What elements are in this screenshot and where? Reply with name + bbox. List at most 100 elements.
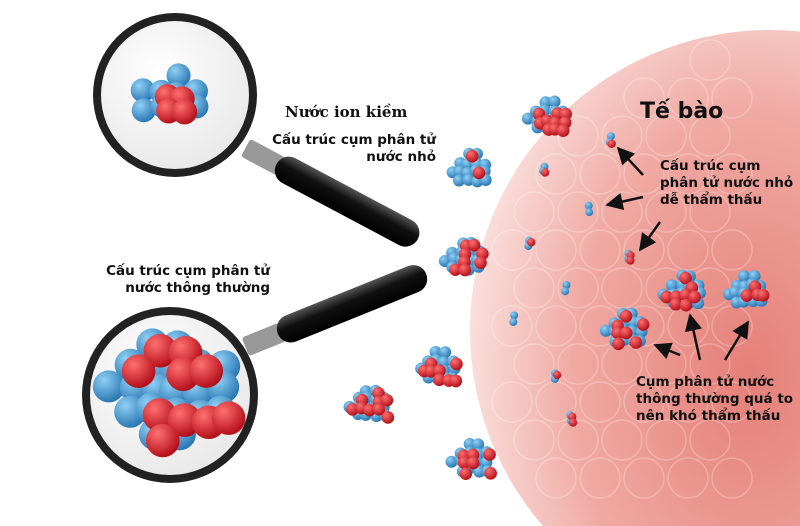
oxygen-atom [679,271,692,285]
cell-texture-cell [491,229,533,271]
cell-texture-cell [623,229,665,271]
molecule-cluster [521,95,573,138]
molecule-cluster [561,281,571,296]
oxygen-atom [568,418,578,427]
cell-texture-cell [579,381,621,423]
oxygen-atom [612,337,625,351]
hydrogen-atom [92,370,125,403]
oxygen-atom [660,290,673,304]
molecule-cluster [539,162,550,177]
oxygen-atom [467,238,481,252]
cell-texture-cell [711,77,753,119]
cell-texture-cell [645,191,687,233]
molecule-clusters [92,63,770,481]
hard-line2: thông thường quá to [636,390,794,407]
normal-cluster-label: Cấu trúc cụm phân tử nước thông thường [95,263,270,297]
hydrogen-atom [130,78,155,103]
oxygen-atom [540,168,550,177]
hydrogen-atom [463,437,476,450]
hard-line1: Cụm phân tử nước [636,374,775,390]
hydrogen-atom [509,318,518,327]
oxygen-atom [433,373,446,387]
hydrogen-atom [439,346,452,359]
hydrogen-atom [445,455,458,468]
easy-line1: Cấu trúc cụm [660,158,761,174]
small-cluster-line2: nước nhỏ [366,148,436,165]
hard-permeation-label: Cụm phân tử nước thông thường quá to nên… [636,374,793,425]
hydrogen-atom [606,132,615,141]
oxygen-atom [143,333,178,368]
molecule-cluster [92,328,246,458]
hydrogen-atom [585,208,594,217]
cell-texture-cell [579,153,621,195]
hydrogen-atom [131,98,156,123]
cell-texture-cell [689,343,731,385]
oxygen-atom [211,401,246,435]
molecule-cluster [599,307,650,351]
cell-texture-cell [623,77,665,119]
oxygen-atom [449,263,462,277]
oxygen-atom [372,386,385,400]
oxygen-atom [669,297,683,311]
oxygen-atom [142,398,177,432]
cell-texture-cell [623,381,665,423]
cell-title: Tế bào [640,99,724,124]
easy-line3: dễ thẩm thấu [660,191,763,208]
cell-texture-cell [667,457,709,499]
cell-texture-cell [623,153,665,195]
oxygen-atom [472,166,486,180]
molecule-cluster [605,132,616,148]
cell-texture-cell [557,191,599,233]
cell-texture-cell [623,457,665,499]
oxygen-atom [526,238,536,247]
cell-texture-cell [557,419,599,461]
oxygen-atom [619,326,633,340]
cell-texture-cell [711,229,753,271]
hydrogen-atom [728,286,741,299]
cell-texture-cell [513,343,555,385]
oxygen-atom [450,357,463,371]
cell-texture-cell [513,267,555,309]
molecule-cluster [445,437,497,481]
cell-texture-cell [491,381,533,423]
cell-texture-cell [513,419,555,461]
molecule-cluster [723,270,770,309]
cell-texture-cell [601,419,643,461]
cell-texture-cell [645,115,687,157]
oxygen-atom [679,298,693,312]
oxygen-atom [552,370,562,380]
cell-texture-cell [689,191,731,233]
hydrogen-atom [472,438,485,451]
hydrogen-atom [561,287,570,296]
oxygen-atom [629,336,643,349]
oxygen-atom [556,124,570,138]
cell-texture-cell [711,381,753,423]
cell-texture-cell [711,153,753,195]
hydrogen-atom [584,201,593,210]
oxygen-atom [171,99,198,125]
cell-texture-cell [601,191,643,233]
oxygen-atom [189,354,224,388]
alkaline-water-title: Nước ion kiềm [285,103,408,121]
cell-texture-cell [535,305,577,347]
oxygen-atom [474,256,487,270]
oxygen-atom [363,403,376,417]
cell-texture-cell [579,457,621,499]
molecule-cluster [438,236,489,277]
oxygen-atom [688,290,701,304]
oxygen-atom [465,149,479,163]
oxygen-atom [381,411,395,424]
small-cluster-line1: Cấu trúc cụm phân tử [272,132,436,148]
cell-texture-cell [557,267,599,309]
oxygen-atom [457,456,471,470]
oxygen-atom [484,467,497,480]
easy-line2: phân tử nước nhỏ [660,174,794,191]
oxygen-atom [167,403,202,437]
molecule-cluster [584,201,594,217]
hydrogen-atom [562,281,571,290]
easy-permeation-label: Cấu trúc cụm phân tử nước nhỏ dễ thẩm th… [660,158,793,209]
hard-line3: nên khó thẩm thấu [636,407,781,424]
molecule-cluster [343,384,395,424]
